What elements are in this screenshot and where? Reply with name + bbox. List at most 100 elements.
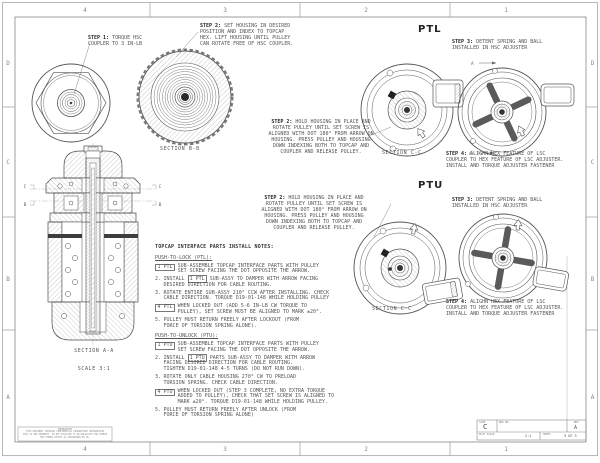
step2-ptu-label: STEP 2: xyxy=(264,195,286,201)
section-cc-ptu-label: SECTION C-C xyxy=(372,306,412,312)
section-bb-label: SECTION B-B xyxy=(160,146,200,152)
section-cut-label-b: B xyxy=(159,202,162,208)
note-item-marker: 1 PTU xyxy=(155,342,176,350)
titleblock-rev-label: REV xyxy=(574,420,579,424)
note-item-text: SUB-ASSEMBLE TOPCAP INTERFACE PARTS WITH… xyxy=(177,262,320,275)
note-ref: 1 PTL xyxy=(187,275,207,284)
note-item-text: WHEN LOCKED OUT (ADD 5-6 IN-LB CW TORQUE… xyxy=(177,303,323,316)
ptu-heading: PTU xyxy=(418,180,444,191)
note-ref: 1 PTU xyxy=(187,353,207,362)
install-notes: TOPCAP INTERFACE PARTS INSTALL NOTES: PU… xyxy=(155,244,391,421)
note-item: 3.ROTATE ENTIRE SUB-ASSY 210° CCW AFTER … xyxy=(155,289,391,302)
zone-label: 1 xyxy=(504,7,508,14)
titleblock-dwg-label: DWG NO. xyxy=(499,420,510,424)
section-cc-ptl-label: SECTION C-C xyxy=(382,150,422,156)
ptu-adjuster-view xyxy=(458,213,569,303)
step3-ptu-label: STEP 3: xyxy=(452,197,474,203)
step1-note: STEP 1: TORQUE HSC COUPLER TO 3 IN-LB xyxy=(88,35,143,48)
zone-label: B xyxy=(6,276,10,283)
titleblock-sheet-label: SHEET xyxy=(543,433,551,437)
notes-title: TOPCAP INTERFACE PARTS INSTALL NOTES: xyxy=(155,244,274,250)
proprietary-notice: PROPRIETARY THIS DOCUMENT CONTAINS CONFI… xyxy=(22,427,108,440)
note-item: 5.PULLEY MUST RETURN FREELY AFTER LOCKOU… xyxy=(155,317,391,329)
section-cut-label-c: C xyxy=(159,184,162,190)
note-item-marker: 3. xyxy=(155,289,162,296)
note-item-marker: 2. xyxy=(155,276,162,283)
border-frame: 4 3 2 1 4 3 2 1 D C B A D C B A xyxy=(2,2,598,456)
step1-label: STEP 1: xyxy=(88,35,110,41)
note-text-pre: INSTALL xyxy=(163,276,188,283)
note-item-marker: 5. xyxy=(155,406,162,413)
note-item-marker: 4 PTU xyxy=(155,388,176,397)
note-item-marker: 3. xyxy=(155,374,162,381)
note-item-marker: 2. xyxy=(155,354,162,361)
zone-label: D xyxy=(6,60,10,67)
step2-ptl-note: STEP 2: HOLD HOUSING IN PLACE AND ROTATE… xyxy=(248,119,394,155)
titleblock-size-label: SIZE xyxy=(479,420,486,424)
titleblock-scale-label: PLOT SCALE xyxy=(479,433,495,437)
step4-ptl-label: STEP 4: xyxy=(446,151,468,157)
ptl-notes-heading: PUSH-TO-LOCK (PTL): xyxy=(155,254,213,261)
zone-label: 1 xyxy=(504,446,508,453)
step4-ptu-text: ALIGHN HEX FEATURE OF LSC COUPLER TO HEX… xyxy=(446,299,564,317)
ptl-heading: PTL xyxy=(418,24,442,35)
zone-label: C xyxy=(6,159,10,166)
section-bb-view xyxy=(136,48,234,146)
note-text-pre: INSTALL xyxy=(163,354,188,361)
zone-label: 4 xyxy=(83,7,87,14)
step3-ptu-note: STEP 3: DETENT SPRING AND BALL INSTALLED… xyxy=(452,197,543,210)
step2-ptl-text: HOLD HOUSING IN PLACE AND ROTATE PULLEY … xyxy=(268,119,374,155)
step3-ptl-label: STEP 3: xyxy=(452,39,474,45)
step3-ptu-text: DETENT SPRING AND BALL INSTALLED IN HSC … xyxy=(452,197,543,209)
titleblock-rev-value: A xyxy=(574,424,578,431)
note-item-text: INSTALL 1 PTL SUB-ASSY TO DAMPER WITH AR… xyxy=(163,275,319,288)
step2-ptu-note: STEP 2: HOLD HOUSING IN PLACE AND ROTATE… xyxy=(238,195,390,231)
zone-label: 3 xyxy=(223,446,227,453)
section-aa-scale: SCALE 3:1 xyxy=(77,366,111,372)
step2-ptl-label: STEP 2: xyxy=(271,119,293,125)
note-item-marker: 5. xyxy=(155,317,162,323)
note-item-text: ROTATE ENTIRE SUB-ASSY 210° CCW AFTER IN… xyxy=(163,289,330,302)
zone-label: B xyxy=(591,276,595,283)
step2-ptu-text: HOLD HOUSING IN PLACE AND ROTATE PULLEY … xyxy=(261,195,367,231)
ptu-notes-heading: PUSH-TO-UNLOCK (PTU): xyxy=(155,333,219,340)
note-item-text: PULLEY MUST RETURN FREELY AFTER UNLOCK (… xyxy=(163,406,296,419)
note-text-post: PARTS SUB-ASSY TO DAMPER WITH ARROW FACI… xyxy=(163,354,316,373)
note-text-post: SUB-ASSY TO DAMPER WITH ARROW FACING DES… xyxy=(163,276,319,288)
step4-ptu-note: STEP 4: ALIGHN HEX FEATURE OF LSC COUPLE… xyxy=(446,299,564,318)
step4-ptu-label: STEP 4: xyxy=(446,299,468,305)
note-item-marker: 4 PTL xyxy=(155,304,176,313)
titleblock-sheet-value: 3 OF 3 xyxy=(564,433,577,438)
zone-label: A xyxy=(6,394,10,401)
section-cut-label-c: C xyxy=(24,184,27,190)
zone-label: 3 xyxy=(223,7,227,14)
ptl-adjuster-view: A A xyxy=(457,61,575,157)
section-cut-label-a: A xyxy=(469,151,472,157)
note-item-marker: 1 PTL xyxy=(155,263,176,272)
zone-label: D xyxy=(591,60,595,67)
section-aa-view: C C B B xyxy=(24,143,162,352)
section-cut-label-a: A xyxy=(471,61,474,67)
section-aa-label: SECTION A-A SCALE 3:1 xyxy=(64,336,124,378)
step4-ptl-text: ALIGHN HEX FEATURE OF LSC COUPLER TO HEX… xyxy=(446,151,564,169)
note-item: 2.INSTALL 1 PTL SUB-ASSY TO DAMPER WITH … xyxy=(155,275,391,288)
titleblock-scale-value: 2:1 xyxy=(525,433,532,438)
note-item: 2.INSTALL 1 PTU PARTS SUB-ASSY TO DAMPER… xyxy=(155,353,391,373)
note-item: 3.ROTATE ONLY CABLE HOUSING 270° CW TO P… xyxy=(155,374,391,386)
step1-text: TORQUE HSC COUPLER TO 3 IN-LB xyxy=(88,35,143,47)
zone-label: A xyxy=(591,394,595,401)
step2-top-text: SET HOUSING IN DESIRED POSITION AND INDE… xyxy=(200,23,294,47)
note-item-text: WHEN LOCKED OUT (STEP 3 COMPLETE, NO EXT… xyxy=(177,387,335,405)
zone-label: 4 xyxy=(83,446,87,453)
section-aa-title: SECTION A-A xyxy=(74,348,114,354)
note-item-text: PULLEY MUST RETURN FREELY AFTER LOCKOUT … xyxy=(163,317,299,329)
note-item: 5.PULLEY MUST RETURN FREELY AFTER UNLOCK… xyxy=(155,406,391,419)
zone-label: 2 xyxy=(364,7,368,14)
ptl-section-cc-view xyxy=(360,63,464,157)
